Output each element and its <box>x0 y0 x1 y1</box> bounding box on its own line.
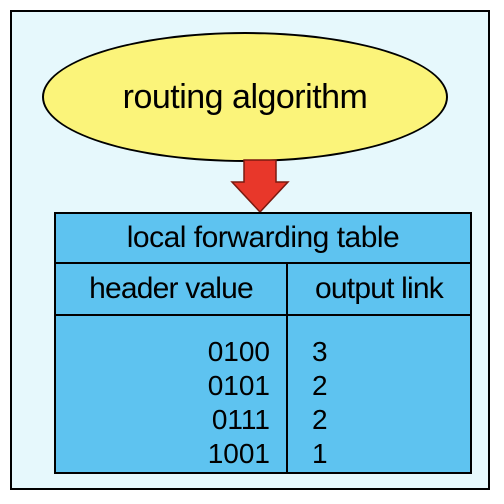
header-value-cell: 0111 <box>211 404 270 435</box>
divider <box>56 314 470 316</box>
column-header-header-value: header value <box>89 272 254 305</box>
output-link-cell: 1 <box>312 438 328 469</box>
output-link-cell: 2 <box>312 404 328 435</box>
forwarding-table: local forwarding table header value outp… <box>54 212 472 474</box>
routing-algorithm-label: routing algorithm <box>122 77 368 116</box>
table-row: 0101 2 <box>56 370 470 404</box>
table-row: 0111 2 <box>56 404 470 438</box>
routing-algorithm-node: routing algorithm <box>42 32 448 162</box>
diagram-frame: routing algorithm local forwarding table… <box>10 10 490 490</box>
output-link-cell: 2 <box>312 370 328 401</box>
table-title: local forwarding table <box>126 221 400 254</box>
divider <box>56 262 470 264</box>
table-row: 0100 3 <box>56 336 470 370</box>
header-value-cell: 0101 <box>207 370 270 401</box>
output-link-cell: 3 <box>312 336 328 367</box>
table-row: 1001 1 <box>56 438 470 472</box>
header-value-cell: 1001 <box>207 438 270 469</box>
column-divider <box>286 264 288 472</box>
down-arrow-icon <box>230 159 290 214</box>
column-header-output-link: output link <box>315 272 444 305</box>
header-value-cell: 0100 <box>207 336 270 367</box>
